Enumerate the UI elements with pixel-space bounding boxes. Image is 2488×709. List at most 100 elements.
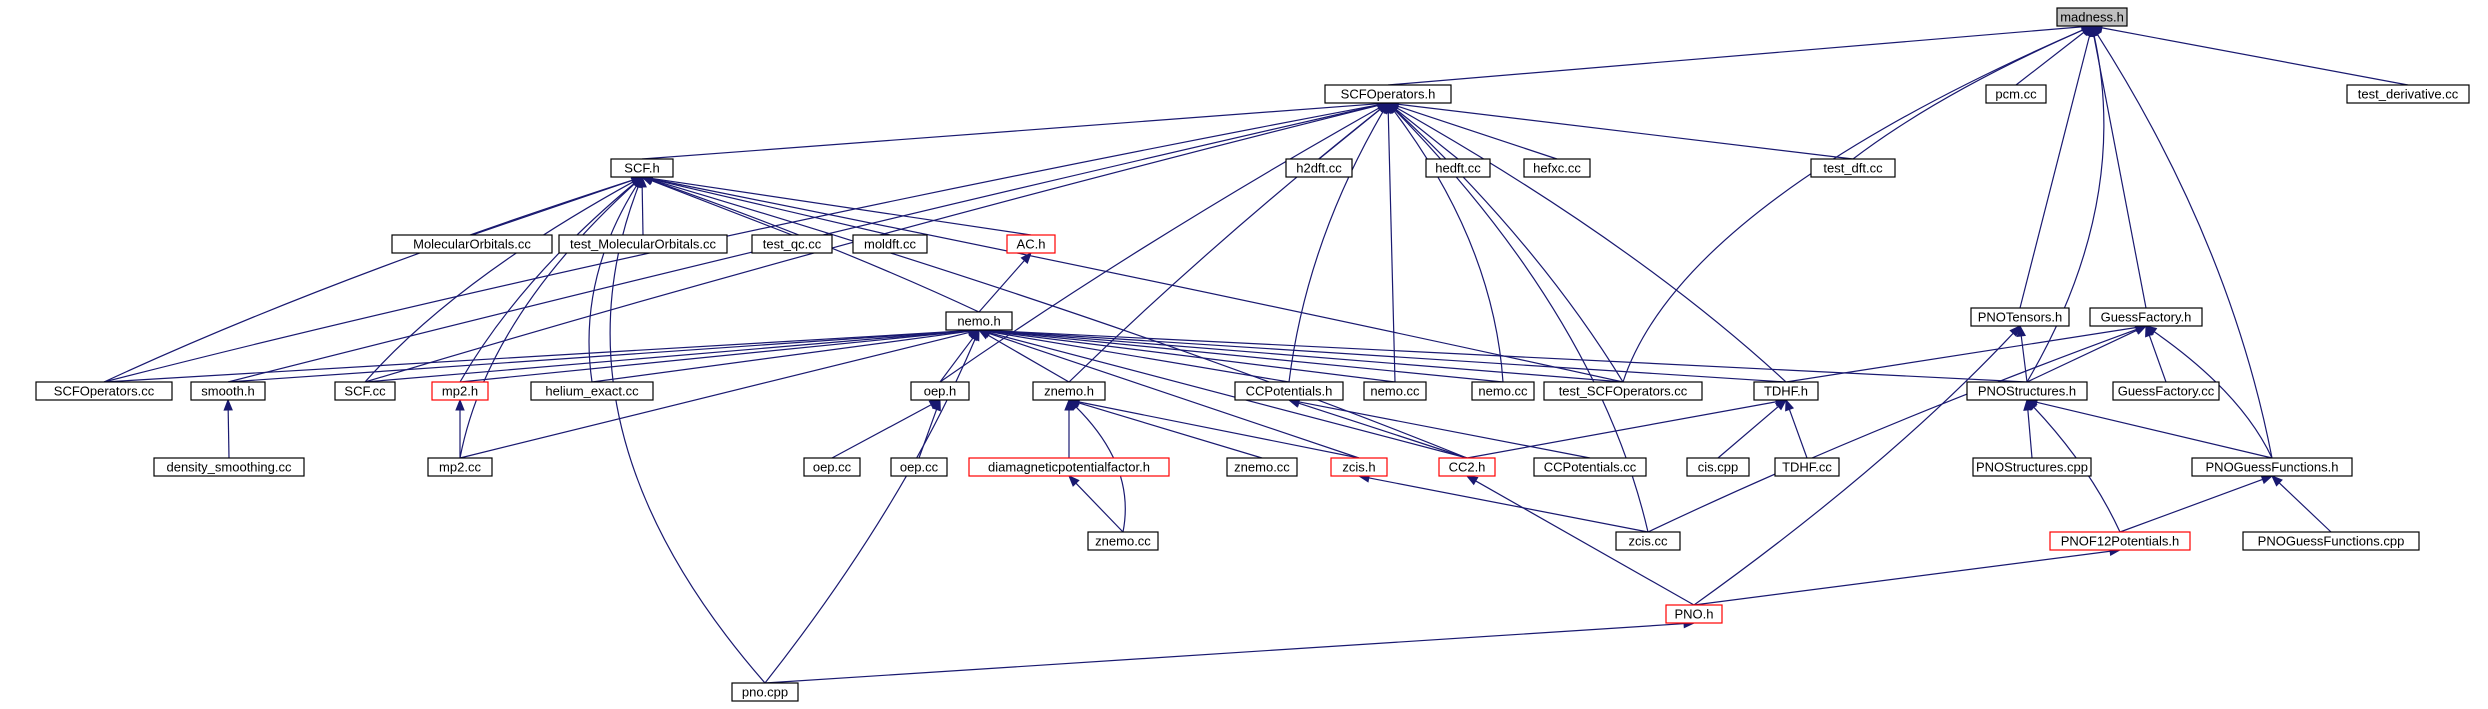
edge-oep_cc2-to-oep_h	[918, 398, 941, 459]
node-box	[1970, 307, 2070, 327]
node-pnof12[interactable]: PNOF12Potentials.h	[2049, 531, 2191, 551]
edge-line	[987, 329, 2028, 383]
node-pnostruct-cpp[interactable]: PNOStructures.cpp	[1972, 457, 2092, 477]
node-label: hedft.cc	[1435, 161, 1481, 176]
edge-line	[1717, 405, 1780, 459]
node-hefxc[interactable]: hefxc.cc	[1523, 158, 1591, 178]
edge-diamag-to-znemo_h	[1064, 398, 1074, 458]
edge-nemo_cc2-to-scfops_h	[1387, 101, 1504, 383]
node-test-deriv[interactable]: test_derivative.cc	[2346, 84, 2470, 104]
node-scfops-h[interactable]: SCFOperators.h	[1324, 84, 1452, 104]
node-madness[interactable]: madness.h	[2056, 7, 2128, 27]
node-znemo-h[interactable]: znemo.h	[1032, 381, 1106, 401]
node-nemo-cc1[interactable]: nemo.cc	[1363, 381, 1427, 401]
node-mp2-h[interactable]: mp2.h	[431, 381, 489, 401]
node-cis-cpp[interactable]: cis.cpp	[1686, 457, 1750, 477]
node-test-scfops[interactable]: test_SCFOperators.cc	[1543, 381, 1703, 401]
node-box	[803, 457, 861, 477]
node-molorb[interactable]: MolecularOrbitals.cc	[391, 234, 553, 254]
edge-line	[2100, 27, 2409, 86]
node-pnoguess-cpp[interactable]: PNOGuessFunctions.cpp	[2242, 531, 2420, 551]
node-box	[1324, 84, 1452, 104]
node-guessfac-cc[interactable]: GuessFactory.cc	[2112, 381, 2220, 401]
node-oep-cc1[interactable]: oep.cc	[803, 457, 861, 477]
node-znemo-cc2[interactable]: znemo.cc	[1087, 531, 1159, 551]
node-cc2-h[interactable]: CC2.h	[1438, 457, 1496, 477]
node-box	[1425, 158, 1491, 178]
node-densmooth[interactable]: density_smoothing.cc	[153, 457, 305, 477]
node-znemo-cc1[interactable]: znemo.cc	[1226, 457, 1298, 477]
node-test-dft[interactable]: test_dft.cc	[1810, 158, 1896, 178]
node-oep-cc2[interactable]: oep.cc	[890, 457, 948, 477]
node-h2dft[interactable]: h2dft.cc	[1285, 158, 1353, 178]
edge-line	[227, 330, 971, 383]
node-guessfac-h[interactable]: GuessFactory.h	[2089, 307, 2203, 327]
edge-line	[1395, 106, 1787, 383]
node-label: PNOGuessFunctions.cpp	[2258, 534, 2405, 549]
node-test-qc[interactable]: test_qc.cc	[751, 234, 833, 254]
node-label: test_dft.cc	[1823, 161, 1883, 176]
edge-tdhf_cc-to-tdhf_h	[1785, 398, 1808, 459]
node-label: GuessFactory.h	[2101, 310, 2192, 325]
edge-line	[1693, 550, 2112, 606]
node-label: cis.cpp	[1698, 460, 1738, 475]
node-helium[interactable]: helium_exact.cc	[530, 381, 654, 401]
edge-line	[2019, 34, 2091, 309]
edge-scf_cc-to-scf_h	[364, 176, 644, 383]
node-hedft[interactable]: hedft.cc	[1425, 158, 1491, 178]
node-scf-cc[interactable]: SCF.cc	[334, 381, 396, 401]
node-tdhf-h[interactable]: TDHF.h	[1753, 381, 1819, 401]
node-zcis-cc[interactable]: zcis.cc	[1615, 531, 1681, 551]
edge-line	[650, 179, 793, 236]
edge-smooth_h-to-nemo_h	[227, 325, 981, 383]
node-mp2-cc[interactable]: mp2.cc	[427, 457, 493, 477]
edge-line	[650, 178, 891, 236]
node-label: znemo.cc	[1095, 534, 1151, 549]
node-ac-h[interactable]: AC.h	[1006, 234, 1056, 254]
edge-line	[1474, 479, 1695, 606]
node-nemo-cc2[interactable]: nemo.cc	[1471, 381, 1535, 401]
edge-test_scfops-to-scfops_h	[1387, 102, 1624, 383]
node-smooth-h[interactable]: smooth.h	[190, 381, 266, 401]
edge-line	[1693, 332, 2015, 606]
node-nemo-h[interactable]: nemo.h	[945, 311, 1013, 331]
node-box	[1363, 381, 1427, 401]
node-scf-h[interactable]: SCF.h	[610, 158, 674, 178]
node-scfops-cc[interactable]: SCFOperators.cc	[35, 381, 173, 401]
node-box	[610, 158, 674, 178]
edge-densmooth-to-smooth_h	[223, 398, 233, 459]
edge-line	[2020, 334, 2028, 383]
edge-arrowhead	[223, 398, 233, 411]
node-moldft[interactable]: moldft.cc	[852, 234, 928, 254]
edge-arrowhead	[931, 398, 941, 412]
edge-line	[364, 330, 971, 383]
edge-line	[227, 408, 230, 459]
node-test-molorb[interactable]: test_MolecularOrbitals.cc	[558, 234, 728, 254]
node-pcm[interactable]: pcm.cc	[1985, 84, 2047, 104]
node-box	[427, 457, 493, 477]
node-oep-h[interactable]: oep.h	[910, 381, 970, 401]
node-pnostruct-h[interactable]: PNOStructures.h	[1966, 381, 2088, 401]
node-box	[1438, 457, 1496, 477]
node-diamag[interactable]: diamagneticpotentialfactor.h	[968, 457, 1170, 477]
node-label: oep.h	[924, 384, 957, 399]
edge-line	[364, 180, 635, 383]
node-box	[1285, 158, 1353, 178]
node-pnoguess-h[interactable]: PNOGuessFunctions.h	[2191, 457, 2353, 477]
node-box	[35, 381, 173, 401]
node-label: PNOF12Potentials.h	[2061, 534, 2180, 549]
node-label: h2dft.cc	[1296, 161, 1342, 176]
node-tdhf-cc[interactable]: TDHF.cc	[1774, 457, 1840, 477]
node-pno-cpp[interactable]: pno.cpp	[731, 682, 799, 702]
edge-guessfac_cc-to-guessfac_h	[2145, 324, 2167, 383]
node-ccpot-h[interactable]: CCPotentials.h	[1234, 381, 1344, 401]
node-box	[530, 381, 654, 401]
edge-line	[1367, 477, 1649, 533]
node-pnotensors[interactable]: PNOTensors.h	[1970, 307, 2070, 327]
node-pno-h[interactable]: PNO.h	[1665, 604, 1723, 624]
node-zcis-h[interactable]: zcis.h	[1330, 457, 1388, 477]
node-ccpot-cc[interactable]: CCPotentials.cc	[1533, 457, 1647, 477]
edge-pnoguess_h-to-madness	[2091, 24, 2273, 459]
edge-arrowhead	[1785, 398, 1795, 412]
edge-line	[987, 331, 1468, 459]
